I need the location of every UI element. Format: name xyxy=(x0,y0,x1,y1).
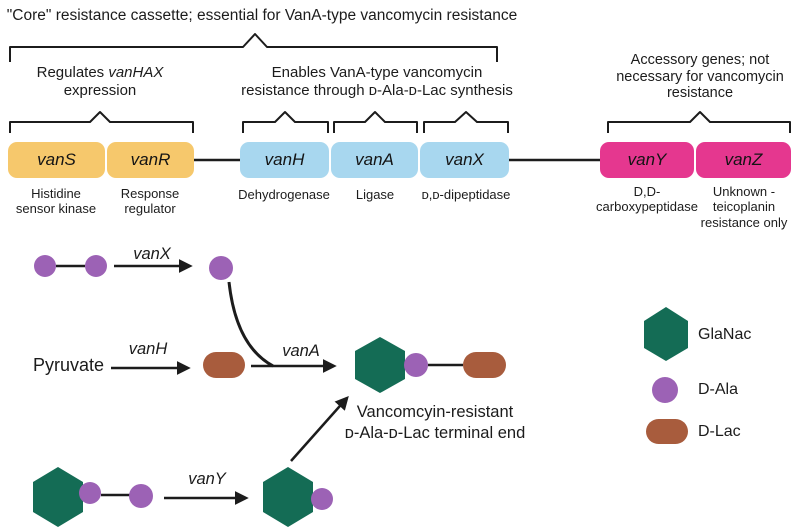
function-vanX: ᴅ,ᴅ-dipeptidase xyxy=(421,187,511,202)
product-caption: Vancomcyin-resistant ᴅ-Ala-ᴅ-Lac termina… xyxy=(344,403,526,443)
reaction-label-vanA: vanA xyxy=(282,342,320,360)
annotation-enables: Enables VanA-type vancomycin resistance … xyxy=(241,64,513,100)
bracket-vanH xyxy=(242,111,329,133)
d-ala-circle-icon xyxy=(209,256,233,280)
legend-d-ala-circle-icon xyxy=(652,377,678,403)
bracket-vanYZ xyxy=(607,111,791,133)
gene-box-vanX: vanX xyxy=(420,142,509,178)
legend-label-glanac: GlaNac xyxy=(698,326,752,343)
d-ala-circle-icon xyxy=(79,482,101,504)
gene-label-vanA: vanA xyxy=(355,150,394,169)
d-lac-pill-icon xyxy=(203,352,245,378)
d-ala-circle-icon xyxy=(34,255,56,277)
reaction-label-vanH: vanH xyxy=(128,340,168,358)
gene-label-vanS: vanS xyxy=(37,150,76,169)
legend-label-d-lac: D-Lac xyxy=(698,423,741,440)
pyruvate-label: Pyruvate xyxy=(33,355,105,375)
function-vanH: Dehydrogenase xyxy=(238,187,330,202)
gene-box-vanA: vanA xyxy=(331,142,418,178)
gene-label-vanX: vanX xyxy=(445,150,484,169)
glcnac-hexagon-icon xyxy=(355,337,405,393)
gene-label-vanR: vanR xyxy=(130,150,171,169)
d-lac-pill-icon xyxy=(463,352,506,378)
glcnac-hexagon-icon xyxy=(263,467,313,527)
glcnac-hexagon-icon xyxy=(33,467,83,527)
function-vanA: Ligase xyxy=(355,187,395,202)
annotation-regulates: Regulates vanHAX expression xyxy=(0,64,210,101)
gene-box-vanH: vanH xyxy=(240,142,329,178)
gene-box-vanS: vanS xyxy=(8,142,105,178)
annotation-accessory: Accessory genes; not necessary for vanco… xyxy=(616,52,784,102)
bracket-core-cassette xyxy=(9,33,498,62)
legend-glcnac-hexagon-icon xyxy=(644,307,688,361)
bracket-vanSR xyxy=(9,111,194,133)
legend-d-lac-pill-icon xyxy=(646,419,688,444)
gene-box-vanY: vanY xyxy=(600,142,694,178)
d-ala-circle-icon xyxy=(404,353,428,377)
function-vanY: D,D-carboxypeptidase xyxy=(596,184,698,215)
gene-box-vanZ: vanZ xyxy=(696,142,791,178)
gene-box-vanR: vanR xyxy=(107,142,194,178)
annotation-regulates-line2: expression xyxy=(63,82,137,100)
gene-label-vanY: vanY xyxy=(627,150,667,169)
reaction-label-vanY: vanY xyxy=(188,470,226,488)
bracket-vanX xyxy=(423,111,509,133)
gene-label-vanH: vanH xyxy=(264,150,305,169)
gene-label-vanZ: vanZ xyxy=(724,150,763,169)
curve-d-ala-to-vanA xyxy=(227,281,274,368)
d-ala-circle-icon xyxy=(129,484,153,508)
annotation-regulates-gene: vanHAX xyxy=(108,64,164,81)
arrow-to-product xyxy=(290,395,349,462)
reaction-label-vanX: vanX xyxy=(133,245,171,263)
legend-label-d-ala: D-Ala xyxy=(698,381,739,398)
bracket-vanA xyxy=(333,111,418,133)
d-ala-circle-icon xyxy=(85,255,107,277)
annotation-regulates-prefix: Regulates xyxy=(36,64,109,81)
d-ala-circle-icon xyxy=(311,488,333,510)
diagram-title: "Core" resistance cassette; essential fo… xyxy=(6,7,518,24)
